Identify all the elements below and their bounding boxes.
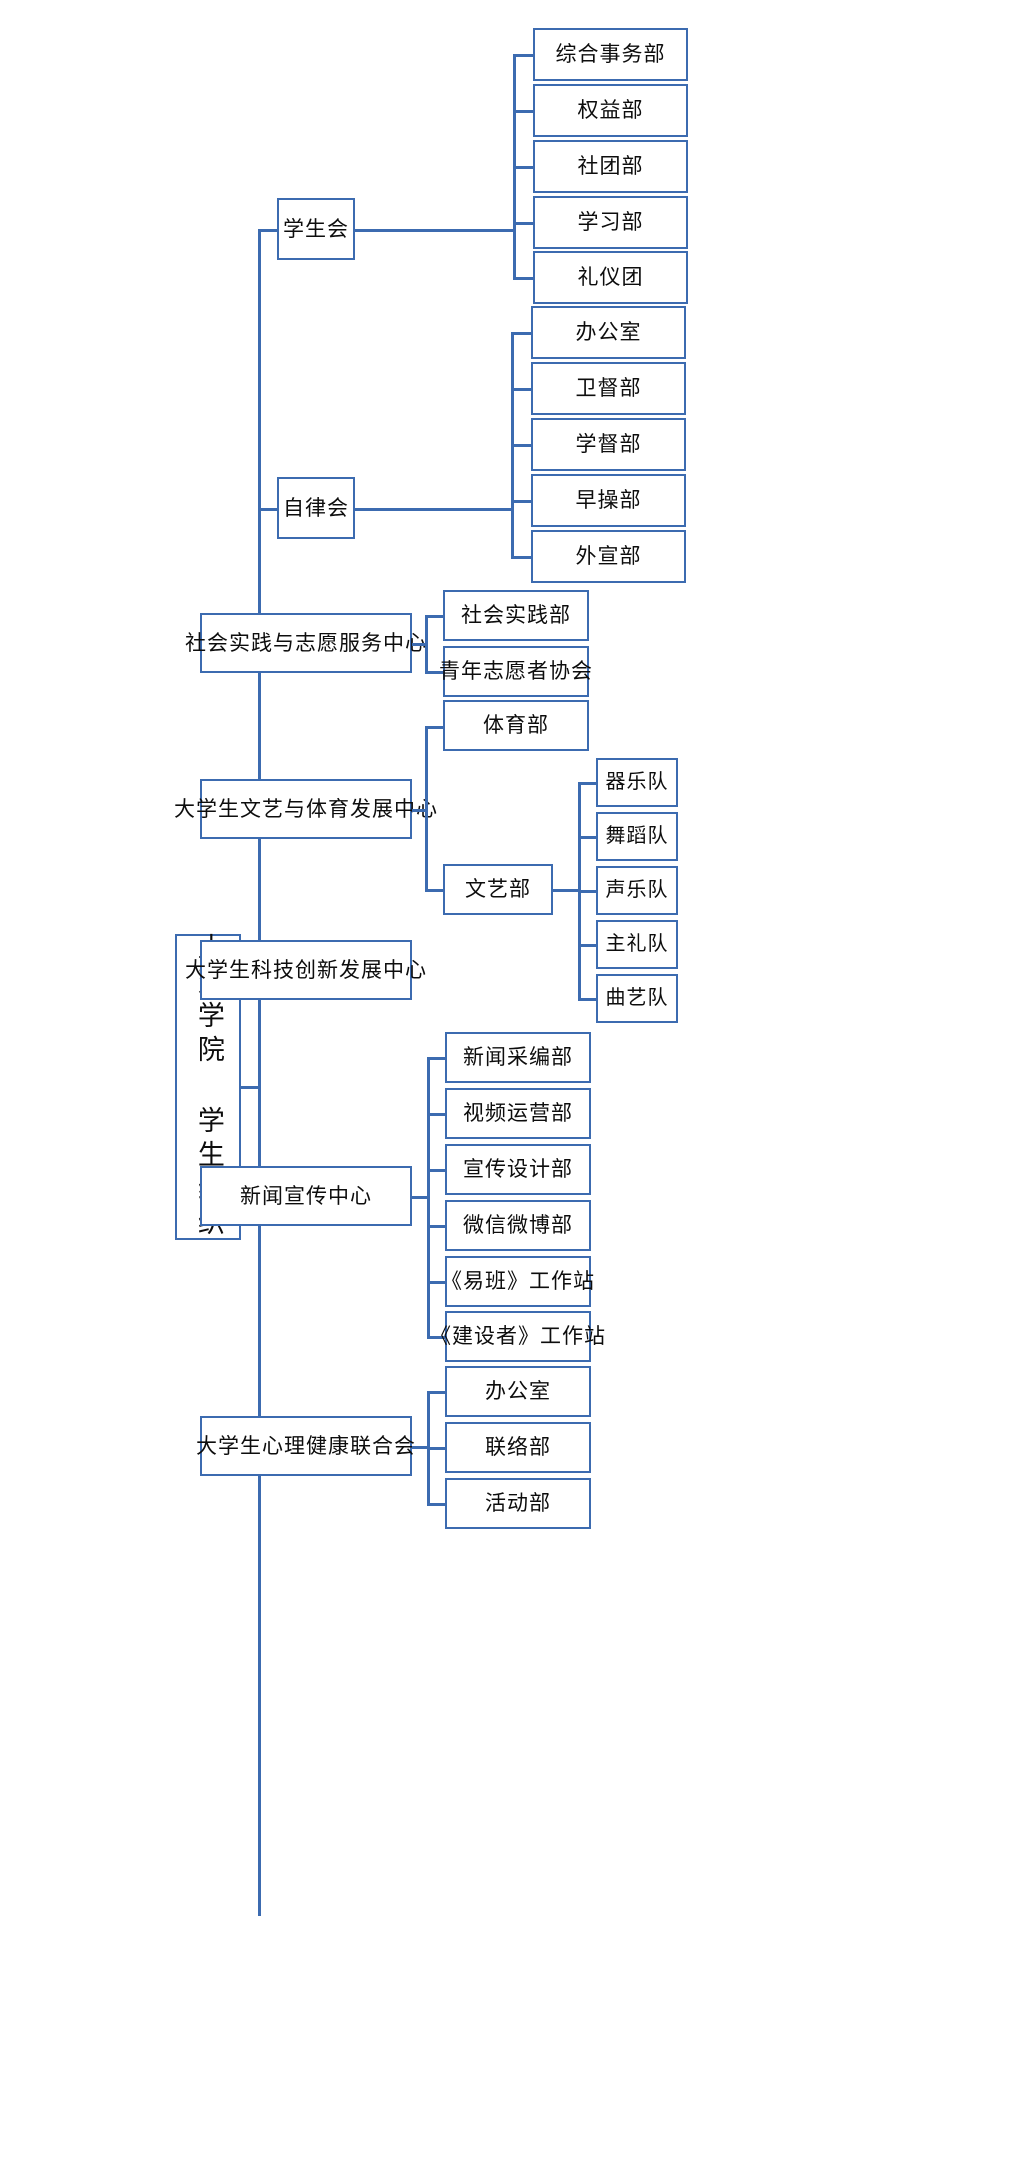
leaf-node-ceremony-team[interactable]: 主礼队 — [596, 920, 678, 969]
leaf-node-activities[interactable]: 活动部 — [445, 1478, 591, 1529]
news-publicity-subspine — [427, 1057, 430, 1336]
branch-node-self-discipline[interactable]: 自律会 — [277, 477, 355, 539]
branch-node-arts-sports[interactable]: 大学生文艺与体育发展中心 — [174, 779, 437, 839]
leaf-connector-quyi-team — [578, 998, 598, 1001]
leaf-node-social-practice-dept[interactable]: 社会实践部 — [443, 590, 589, 641]
leaf-connector-social-practice-dept — [425, 615, 445, 618]
leaf-node-rights[interactable]: 权益部 — [533, 84, 688, 137]
root-to-spine-connector — [241, 1086, 259, 1089]
leaf-node-yiban-station[interactable]: 《易班》工作站 — [441, 1256, 594, 1307]
leaf-connector-dance-team — [578, 836, 598, 839]
branch-node-social-practice[interactable]: 社会实践与志愿服务中心 — [185, 613, 426, 673]
leaf-connector-volunteer-assoc — [425, 671, 445, 674]
self-discipline-to-subspine — [355, 508, 513, 511]
leaf-connector-activities — [427, 1503, 447, 1506]
leaf-connector-arts-dept — [425, 889, 445, 892]
leaf-connector-hygiene — [511, 388, 533, 391]
leaf-connector-builder-station — [427, 1336, 447, 1339]
leaf-node-dance-team[interactable]: 舞蹈队 — [596, 812, 678, 861]
leaf-connector-wechat-weibo — [427, 1225, 447, 1228]
leaf-node-academic-supervision[interactable]: 学督部 — [531, 418, 686, 471]
leaf-connector-office-mh — [427, 1391, 447, 1394]
leaf-node-morning-exercise[interactable]: 早操部 — [531, 474, 686, 527]
leaf-node-office-sd[interactable]: 办公室 — [531, 306, 686, 359]
leaf-connector-study — [513, 222, 535, 225]
leaf-connector-sports-dept — [425, 726, 445, 729]
leaf-connector-academic-supervision — [511, 444, 533, 447]
leaf-node-design[interactable]: 宣传设计部 — [445, 1144, 591, 1195]
social-practice-to-subspine — [412, 643, 427, 646]
leaf-node-sports-dept[interactable]: 体育部 — [443, 700, 589, 751]
leaf-node-etiquette[interactable]: 礼仪团 — [533, 251, 688, 304]
arts-sports-subspine — [425, 726, 428, 891]
leaf-node-general-affairs[interactable]: 综合事务部 — [533, 28, 688, 81]
branch-connector-student-union — [258, 229, 279, 232]
branch-connector-self-discipline — [258, 508, 279, 511]
leaf-node-news-editing[interactable]: 新闻采编部 — [445, 1032, 591, 1083]
leaf-connector-morning-exercise — [511, 500, 533, 503]
branch-node-student-union[interactable]: 学生会 — [277, 198, 355, 260]
branch-node-news-publicity[interactable]: 新闻宣传中心 — [200, 1166, 412, 1226]
leaf-node-liaison[interactable]: 联络部 — [445, 1422, 591, 1473]
leaf-node-external-publicity[interactable]: 外宣部 — [531, 530, 686, 583]
mental-health-to-subspine — [412, 1446, 429, 1449]
leaf-connector-video-operations — [427, 1113, 447, 1116]
news-publicity-to-subspine — [412, 1196, 429, 1199]
leaf-node-wechat-weibo[interactable]: 微信微博部 — [445, 1200, 591, 1251]
leaf-node-study[interactable]: 学习部 — [533, 196, 688, 249]
branch-node-sci-tech[interactable]: 大学生科技创新发展中心 — [185, 940, 426, 1000]
leaf-connector-general-affairs — [513, 54, 535, 57]
leaf-connector-rights — [513, 110, 535, 113]
leaf-node-instrument-team[interactable]: 器乐队 — [596, 758, 678, 807]
branch-node-mental-health[interactable]: 大学生心理健康联合会 — [196, 1416, 415, 1476]
leaf-connector-vocal-team — [578, 890, 598, 893]
leaf-connector-clubs — [513, 166, 535, 169]
leaf-connector-external-publicity — [511, 556, 533, 559]
social-practice-subspine — [425, 615, 428, 672]
leaf-node-hygiene[interactable]: 卫督部 — [531, 362, 686, 415]
leaf-connector-ceremony-team — [578, 944, 598, 947]
leaf-connector-news-editing — [427, 1057, 447, 1060]
arts-sports-to-subspine — [412, 809, 427, 812]
student-union-subspine — [513, 54, 516, 277]
leaf-connector-liaison — [427, 1447, 447, 1450]
student-union-to-subspine — [355, 229, 515, 232]
leaf-connector-design — [427, 1169, 447, 1172]
leaf-connector-office-sd — [511, 332, 533, 335]
leaf-connector-yiban-station — [427, 1281, 447, 1284]
leaf-node-builder-station[interactable]: 《建设者》工作站 — [430, 1311, 605, 1362]
leaf-connector-etiquette — [513, 277, 535, 280]
leaf-node-vocal-team[interactable]: 声乐队 — [596, 866, 678, 915]
leaf-node-video-operations[interactable]: 视频运营部 — [445, 1088, 591, 1139]
leaf-node-clubs[interactable]: 社团部 — [533, 140, 688, 193]
leaf-node-arts-dept[interactable]: 文艺部 — [443, 864, 553, 915]
leaf-node-volunteer-assoc[interactable]: 青年志愿者协会 — [439, 646, 592, 697]
leaf-connector-instrument-team — [578, 782, 598, 785]
root-spine-connector — [258, 229, 261, 1916]
leaf-node-office-mh[interactable]: 办公室 — [445, 1366, 591, 1417]
leaf-node-quyi-team[interactable]: 曲艺队 — [596, 974, 678, 1023]
arts-dept-to-subspine — [553, 889, 580, 892]
